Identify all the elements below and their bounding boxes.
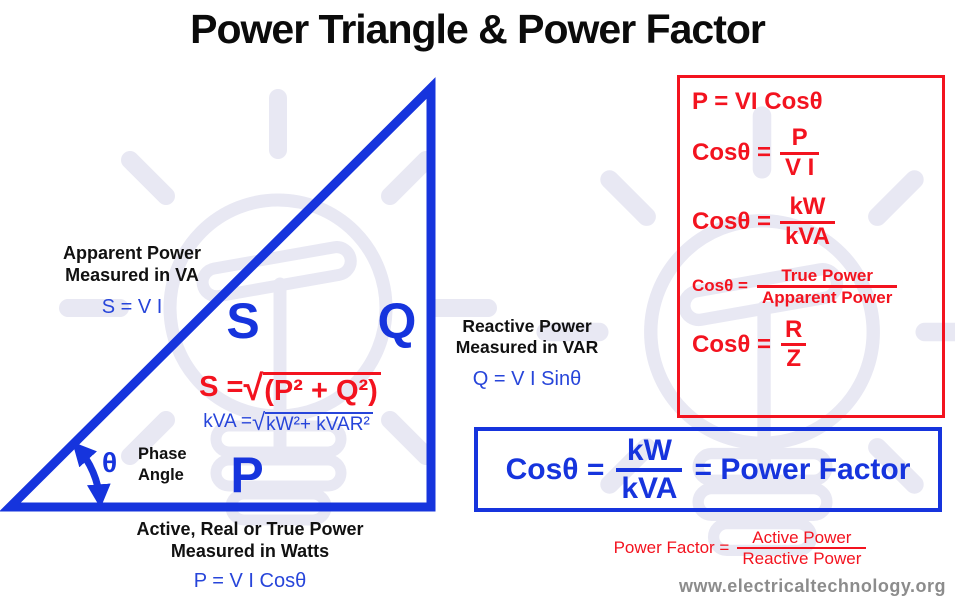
fraction-denominator: kVA [780, 220, 835, 251]
apparent-power-label: Apparent Power Measured in VA S = V I [32, 243, 232, 319]
phase-angle-line2: Angle [138, 465, 184, 484]
fraction-numerator: R [785, 315, 803, 343]
formula-lhs: Cosθ = [692, 208, 771, 236]
formula-cos-p-vi: Cosθ = P V I [692, 124, 820, 182]
formula-lhs: Cosθ = [692, 139, 771, 167]
side-label-s: S [226, 293, 260, 349]
power-factor-rhs: = Power Factor [694, 452, 911, 486]
formula-cos-r-z: Cosθ = R Z [692, 315, 807, 374]
fraction: P V I [780, 124, 820, 182]
apparent-power-line1: Apparent Power [62, 243, 202, 263]
s-radical-formula: S = √ (P² + Q²) [170, 367, 410, 408]
side-label-p: P [230, 447, 264, 503]
formula-cos-true-apparent: Cosθ = True Power Apparent Power [692, 265, 898, 307]
kva-radical-formula: kVA = √ kW²+ kVAR² [168, 409, 408, 436]
phase-angle-line1: Phase [138, 445, 187, 463]
cos-theta-formula-box: P = VI Cosθ Cosθ = P V I Cosθ = kW kVA C… [677, 75, 945, 418]
fraction-denominator: Z [781, 343, 806, 373]
formula-lhs: Cosθ = [692, 330, 771, 358]
page-title: Power Triangle & Power Factor [190, 6, 766, 52]
website-credit: www.electricaltechnology.org [678, 576, 946, 596]
fraction: kW kVA [780, 192, 835, 251]
active-power-formula: P = V I Cosθ [193, 569, 307, 592]
fraction: R Z [780, 315, 807, 374]
fraction-denominator: Apparent Power [756, 284, 898, 307]
reactive-power-label: Reactive Power Measured in VAR Q = V I S… [432, 316, 622, 391]
kva-formula-radicand: kW²+ kVAR² [265, 412, 373, 435]
fraction-numerator: Active Power [752, 528, 852, 547]
side-label-q: Q [377, 293, 417, 349]
formula-lhs: Cosθ = [692, 276, 748, 296]
power-factor-lhs: Cosθ = [505, 452, 605, 486]
reactive-power-line2: Measured in VAR [455, 337, 599, 358]
apparent-power-formula: S = V I [101, 295, 163, 318]
s-formula-lhs: S = [199, 371, 244, 403]
fraction-denominator: Reactive Power [737, 547, 867, 568]
pf-lhs: Power Factor = [613, 538, 730, 558]
fraction-numerator: True Power [781, 265, 873, 285]
theta-symbol: θ [102, 447, 118, 478]
reactive-power-line1: Reactive Power [462, 316, 592, 336]
kva-formula-lhs: kVA = [203, 411, 252, 432]
phase-angle-label: Phase Angle [138, 444, 218, 485]
fraction-numerator: kW [789, 192, 826, 220]
active-power-line2: Measured in Watts [170, 540, 330, 561]
fraction-denominator: V I [780, 151, 820, 182]
fraction: kW kVA [616, 433, 683, 506]
active-power-line1: Active, Real or True Power [136, 519, 364, 539]
fraction: True Power Apparent Power [756, 265, 898, 307]
reactive-power-formula: Q = V I Sinθ [472, 367, 582, 390]
radical-sign: √ [251, 409, 266, 436]
active-power-label: Active, Real or True Power Measured in W… [100, 519, 400, 593]
power-factor-ratio: Power Factor = Active Power Reactive Pow… [585, 528, 895, 568]
s-formula-radicand: (P² + Q²) [263, 372, 381, 406]
fraction-numerator: P [791, 124, 808, 151]
fraction-numerator: kW [626, 433, 672, 467]
fraction: Active Power Reactive Power [737, 528, 867, 568]
formula-cos-kw-kva: Cosθ = kW kVA [692, 192, 835, 251]
power-factor-box: Cosθ = kW kVA = Power Factor [474, 427, 942, 512]
formula-p-vi-cos: P = VI Cosθ [692, 88, 823, 115]
radical-sign: √ [243, 367, 264, 408]
apparent-power-line2: Measured in VA [65, 264, 199, 285]
fraction-denominator: kVA [616, 467, 683, 506]
